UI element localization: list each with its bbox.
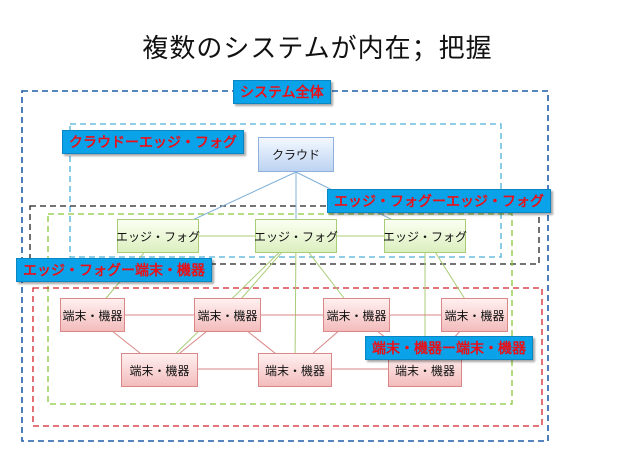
device-node-top-3: 端末・機器 <box>323 298 390 332</box>
device-device-label: 端末・機器ー端末・機器 <box>365 336 533 360</box>
cloud-edge-fog-label: クラウドーエッジ・フォグ <box>62 130 244 154</box>
cloud-node: クラウド <box>258 137 334 172</box>
edge-fog-node-1: エッジ・フォグ <box>116 219 200 253</box>
system-all-label: システム全体 <box>233 80 331 104</box>
device-node-top-2: 端末・機器 <box>194 298 261 332</box>
edge-fog-edge-fog-frame <box>29 205 540 265</box>
device-node-top-1: 端末・機器 <box>60 298 125 332</box>
edge-fog-device-label: エッジ・フォグー端末・機器 <box>16 258 212 282</box>
edge-fog-node-2: エッジ・フォグ <box>254 219 338 253</box>
edge-fog-device-frame <box>47 213 513 405</box>
cloud-edge-fog-frame <box>69 123 502 258</box>
edge-fog-node-3: エッジ・フォグ <box>383 219 467 253</box>
device-node-top-4: 端末・機器 <box>441 298 508 332</box>
connector-line <box>294 235 297 370</box>
page-title: 複数のシステムが内在；把握 <box>142 34 493 64</box>
device-device-frame <box>32 287 543 427</box>
edge-fog-edge-fog-label: エッジ・フォグーエッジ・フォグ <box>327 189 551 213</box>
device-node-bottom-2: 端末・機器 <box>258 353 332 387</box>
device-node-bottom-1: 端末・機器 <box>121 353 198 387</box>
